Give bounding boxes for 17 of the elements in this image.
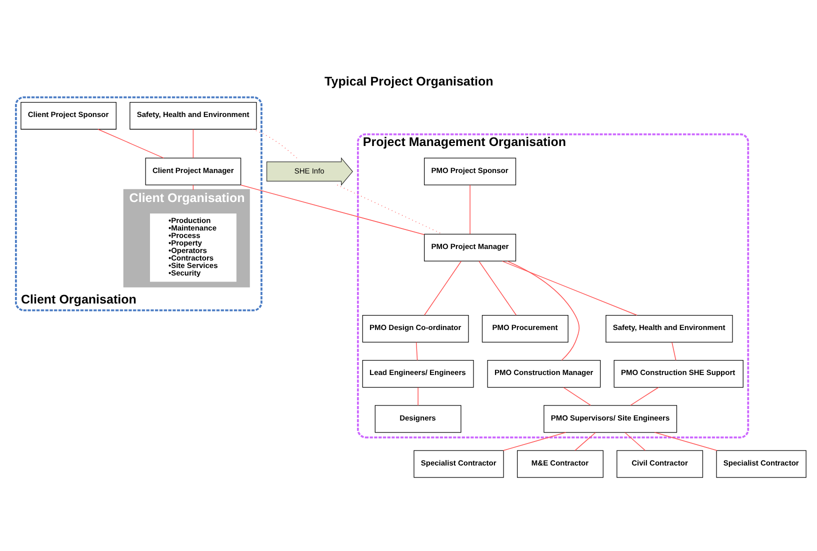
connector	[574, 432, 596, 451]
connector	[98, 128, 164, 158]
connector	[563, 387, 592, 406]
connector	[478, 260, 517, 316]
connector	[416, 342, 418, 361]
connector	[624, 432, 646, 451]
diagram-title: Typical Project Organisation	[324, 74, 494, 88]
connector	[240, 184, 425, 235]
connector	[502, 260, 638, 316]
connector	[424, 260, 462, 316]
connector	[336, 184, 443, 234]
connector	[192, 128, 194, 158]
connector	[630, 387, 659, 406]
connector	[672, 342, 676, 361]
connector	[252, 128, 298, 158]
connector	[506, 260, 580, 361]
connector	[502, 432, 566, 451]
